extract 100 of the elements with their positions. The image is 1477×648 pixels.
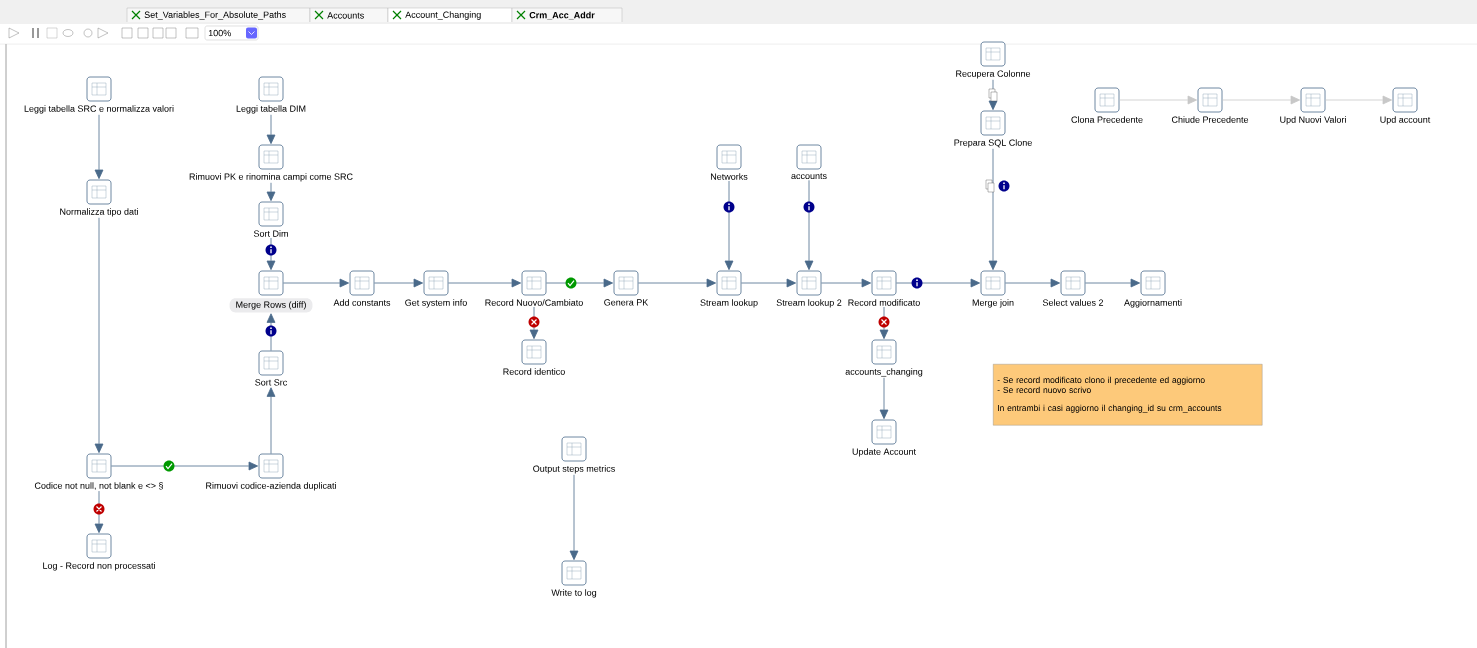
step-icon (258, 144, 284, 170)
step-icon (258, 350, 284, 376)
step-label: Upd Nuovi Valori (1280, 116, 1346, 125)
step-label: Rimuovi codice-azienda duplicati (206, 482, 336, 491)
step-icon (258, 76, 284, 102)
arrow (266, 237, 276, 271)
arrow (741, 278, 797, 288)
arrow (1119, 95, 1198, 105)
arrow (569, 474, 579, 561)
step-icon (1140, 270, 1166, 296)
step-icon (716, 270, 742, 296)
step-icon (1300, 87, 1326, 113)
step-label: Upd account (1380, 116, 1431, 125)
step-icon (349, 270, 375, 296)
arrow (94, 490, 104, 534)
arrow (448, 278, 522, 288)
tab: Account_Changing (387, 7, 513, 23)
arrow (1085, 278, 1141, 288)
step-label: Get system info (405, 299, 467, 308)
step-label: Log - Record non processati (43, 562, 155, 571)
step-icon (561, 560, 587, 586)
step-label: Clona Precedente (1071, 116, 1143, 123)
step-label: accounts_changing (845, 368, 923, 377)
step-label: Record Nuovo/Cambiato (485, 299, 583, 306)
arrow (94, 217, 104, 454)
step-label: Record modificato (848, 299, 920, 306)
step-label: Merge join (972, 299, 1014, 308)
arrow (266, 387, 276, 454)
step-icon (716, 144, 742, 170)
arrow (1222, 95, 1301, 105)
step-icon (561, 436, 587, 462)
step-label: Merge Rows (diff) (229, 298, 313, 313)
step-label: Codice not null, not blank e <> § (34, 482, 163, 490)
step-label: Select values 2 (1042, 299, 1104, 306)
arrow (94, 114, 104, 180)
zoom-field: 100% (204, 25, 259, 41)
arrow (638, 278, 717, 288)
step-icon (871, 270, 897, 296)
step-label: Leggi tabella DIM (236, 105, 306, 114)
step-icon (86, 533, 112, 559)
arrow (266, 313, 276, 351)
step-icon (613, 270, 639, 296)
arrow (111, 461, 259, 471)
step-label: Stream lookup (700, 299, 758, 308)
step-label: Rimuovi PK e rinomina campi come SRC (189, 173, 353, 182)
tab: Crm_Acc_Addr (511, 7, 623, 23)
arrow (266, 114, 276, 145)
node-label: Merge Rows (diff) (236, 301, 306, 310)
step-icon (796, 270, 822, 296)
arrow (988, 148, 998, 271)
step-icon (521, 339, 547, 365)
arrow (374, 278, 424, 288)
step-icon (86, 453, 112, 479)
step-label: Aggiornamenti (1124, 299, 1182, 308)
arrow (724, 180, 734, 271)
step-label: Networks (711, 173, 748, 180)
step-label: Update Account (852, 448, 916, 457)
step-icon (86, 76, 112, 102)
step-icon (796, 144, 822, 170)
step-label: Sort Dim (253, 230, 288, 237)
arrow (804, 179, 814, 271)
step-icon (1197, 87, 1223, 113)
arrow (546, 278, 614, 288)
arrow (896, 278, 981, 288)
step-icon (521, 270, 547, 296)
arrow (988, 79, 998, 111)
step-label: accounts (791, 173, 827, 180)
step-label: Recupera Colonne (956, 70, 1031, 79)
step-label: Genera PK (604, 299, 649, 306)
step-label: Leggi tabella SRC e normalizza valori (24, 105, 174, 114)
step-icon (1392, 87, 1418, 113)
tab: Accounts (309, 7, 389, 23)
step-icon (258, 270, 284, 296)
sticky-note: - Se record modificato clono il precedente ed aggiorno - Se record nuovo scrivo In entrambi i casi aggiorno il changing_id su crm_accounts (993, 364, 1263, 426)
step-icon (871, 419, 897, 445)
arrow (879, 306, 889, 340)
step-icon (258, 453, 284, 479)
step-label: Normalizza tipo dati (60, 208, 138, 217)
step-label: Add constants (333, 299, 391, 306)
step-label: Prepara SQL Clone (954, 139, 1032, 148)
step-label: Sort Src (255, 379, 287, 386)
arrow (1325, 95, 1393, 105)
step-icon (1094, 87, 1120, 113)
step-icon (871, 339, 897, 365)
step-label: Write to log (551, 589, 597, 598)
step-label: Chiude Precedente (1171, 116, 1249, 123)
step-label: Stream lookup 2 (776, 299, 842, 308)
arrow (266, 182, 276, 202)
step-icon (980, 41, 1006, 67)
arrow (529, 306, 539, 340)
step-label: Output steps metrics (533, 465, 615, 474)
step-icon (423, 270, 449, 296)
arrow (1005, 278, 1061, 288)
arrow (283, 278, 350, 288)
step-icon (258, 201, 284, 227)
step-icon (1060, 270, 1086, 296)
arrow (879, 377, 889, 420)
step-icon (86, 179, 112, 205)
arrow (821, 278, 872, 288)
step-label: Record identico (503, 368, 565, 375)
